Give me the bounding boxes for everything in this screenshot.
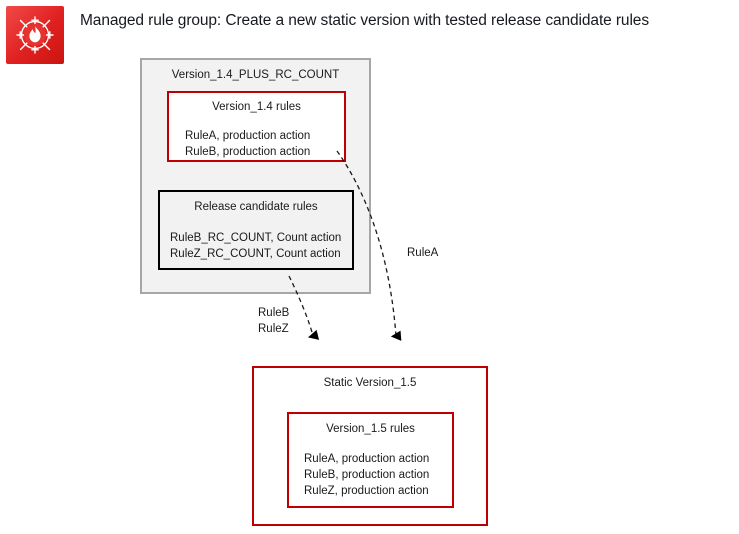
release-candidate-rules-box: Release candidate rules RuleB_RC_COUNT, …: [158, 190, 354, 270]
list-item: RuleZ, production action: [304, 485, 429, 497]
rule-a-arrow-label: RuleA: [407, 245, 438, 261]
version-1-4-rules-label: Version_1.4 rules: [212, 101, 301, 113]
version-1-5-rules-box: Version_1.5 rules RuleA, production acti…: [287, 412, 454, 508]
arrow-label-line: RuleB: [258, 307, 290, 319]
list-item: RuleB, production action: [185, 146, 311, 158]
version-1-4-rules-box: Version_1.4 rules RuleA, production acti…: [167, 91, 346, 162]
release-candidate-rules-label: Release candidate rules: [194, 201, 318, 213]
aws-waf-icon: [6, 6, 64, 64]
list-item: RuleB, production action: [304, 469, 430, 481]
list-item: RuleA, production action: [185, 130, 311, 142]
group-container-label: Version_1.4_PLUS_RC_COUNT: [171, 69, 340, 81]
list-item: RuleA, production action: [304, 453, 430, 465]
list-item: RuleB_RC_COUNT, Count action: [170, 232, 342, 244]
version-1-5-rules-label: Version_1.5 rules: [326, 423, 415, 435]
page-title: Managed rule group: Create a new static …: [80, 12, 649, 29]
version-1-4-rules-list: RuleA, production action RuleB, producti…: [185, 128, 310, 160]
rule-b-z-arrow-label: RuleB RuleZ: [258, 305, 289, 337]
static-version-1-5-label: Static Version_1.5: [323, 377, 417, 389]
list-item: RuleZ_RC_COUNT, Count action: [170, 248, 341, 260]
arrow-label-line: RuleZ: [258, 323, 289, 335]
arrow-label-line: RuleA: [407, 247, 439, 259]
release-candidate-rules-list: RuleB_RC_COUNT, Count action RuleZ_RC_CO…: [170, 230, 341, 262]
version-1-5-rules-list: RuleA, production action RuleB, producti…: [304, 451, 429, 499]
